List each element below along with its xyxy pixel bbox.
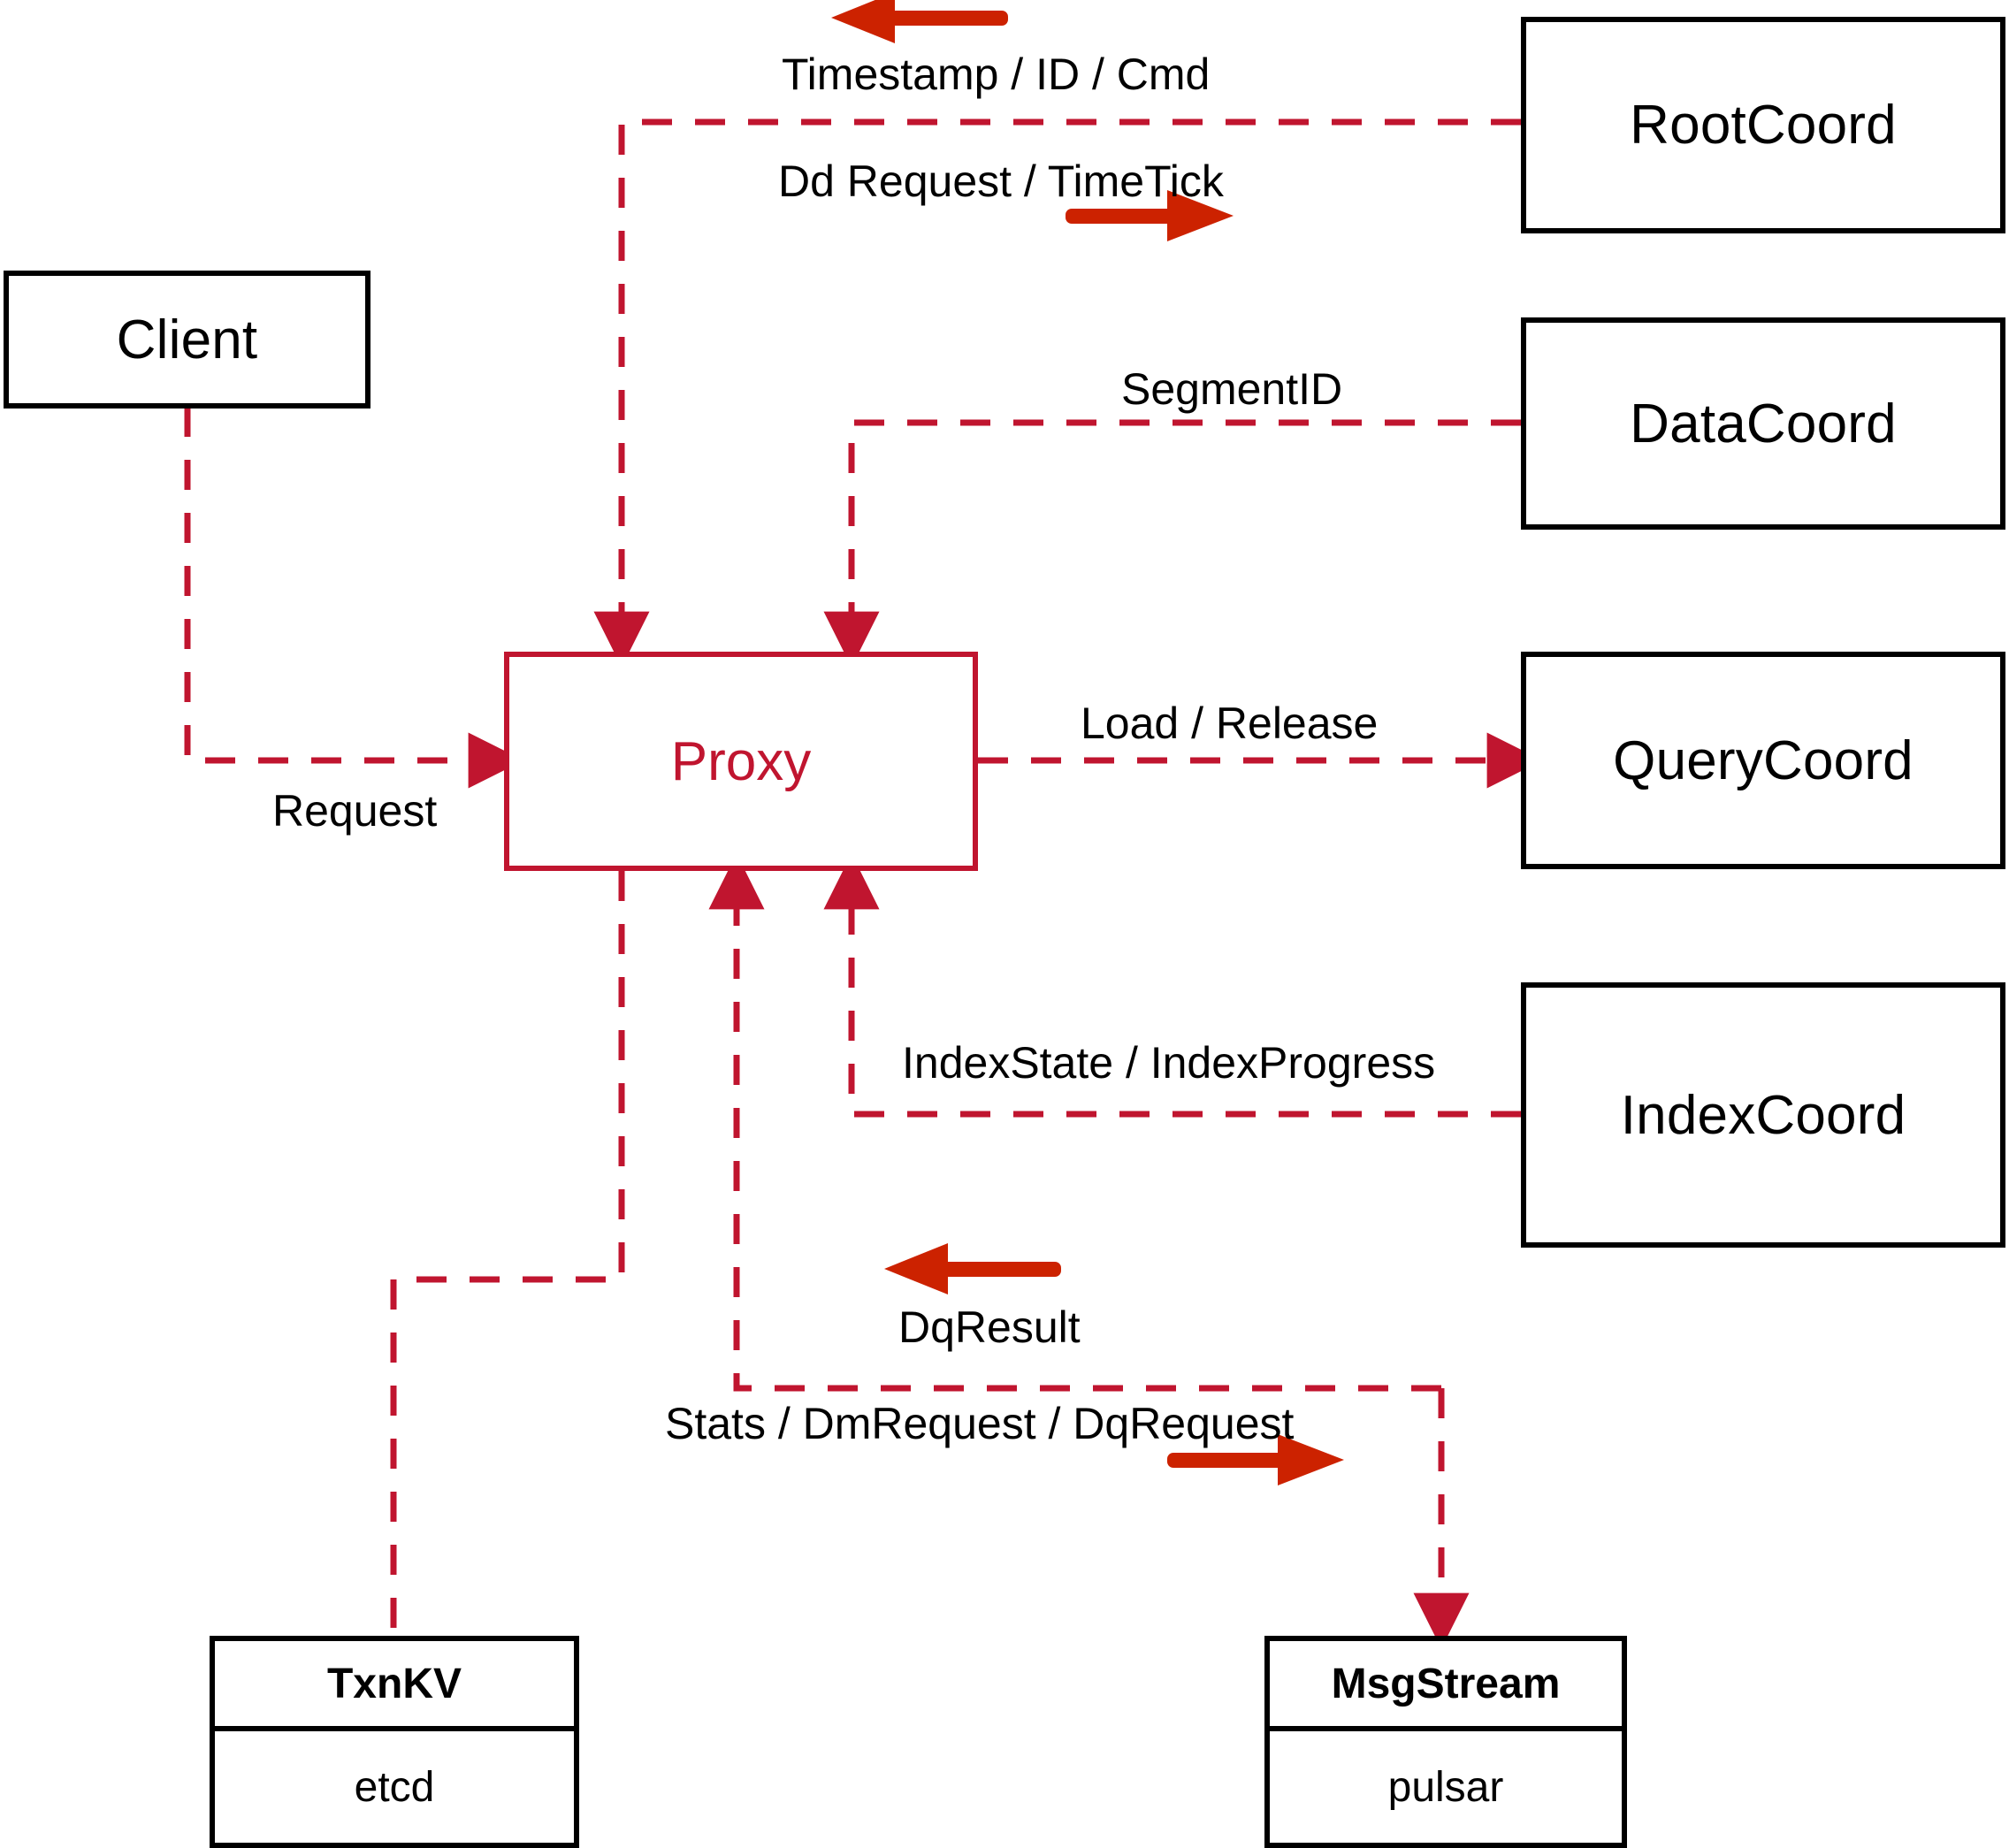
node-client[interactable]: Client: [4, 271, 370, 409]
node-indexcoord[interactable]: IndexCoord: [1521, 982, 2005, 1248]
node-indexcoord-label: IndexCoord: [1620, 1084, 1906, 1146]
timestamp-id-cmd-direction-arrow-icon: [831, 0, 1008, 43]
node-rootcoord-label: RootCoord: [1630, 95, 1897, 156]
node-querycoord[interactable]: QueryCoord: [1521, 652, 2005, 869]
edge-label-request: Request: [272, 786, 438, 836]
edge-datacoord-to-proxy: [823, 419, 1521, 668]
edge-client-to-proxy: [184, 407, 524, 789]
edge-label-load-release: Load / Release: [1081, 699, 1379, 748]
node-msgstream[interactable]: MsgStream pulsar: [1264, 1636, 1627, 1848]
edge-label-segment-id: SegmentID: [1121, 364, 1343, 414]
edge-label-dd-request-timetick: Dd Request / TimeTick: [778, 157, 1224, 206]
node-rootcoord[interactable]: RootCoord: [1521, 17, 2005, 233]
node-datacoord-label: DataCoord: [1630, 393, 1897, 454]
node-client-label: Client: [116, 309, 258, 370]
dd-request-timetick-direction-arrow-icon: [1066, 190, 1234, 241]
edge-msgstream-to-proxy: [708, 853, 1441, 1392]
node-proxy-label: Proxy: [670, 730, 812, 792]
edge-label-index-state-progress: IndexState / IndexProgress: [902, 1038, 1436, 1088]
dq-result-direction-arrow-icon: [884, 1243, 1061, 1294]
edge-indexcoord-to-proxy: [823, 853, 1521, 1118]
node-msgstream-body: pulsar: [1387, 1763, 1504, 1811]
node-msgstream-header: MsgStream: [1270, 1641, 1622, 1731]
node-txnkv[interactable]: TxnKV etcd: [210, 1636, 579, 1848]
node-datacoord[interactable]: DataCoord: [1521, 317, 2005, 530]
node-querycoord-label: QueryCoord: [1613, 729, 1914, 791]
node-txnkv-body: etcd: [354, 1763, 435, 1811]
edge-label-timestamp-id-cmd: Timestamp / ID / Cmd: [782, 50, 1211, 99]
edge-rootcoord-to-proxy: [593, 118, 1521, 668]
edge-label-stats-dm-dq-request: Stats / DmRequest / DqRequest: [665, 1399, 1295, 1448]
node-txnkv-header: TxnKV: [215, 1641, 574, 1731]
edge-proxy-to-txnkv: [390, 871, 625, 1636]
node-proxy[interactable]: Proxy: [504, 652, 978, 871]
edge-label-dq-result: DqResult: [898, 1302, 1081, 1352]
stats-dm-dq-request-direction-arrow-icon: [1167, 1434, 1344, 1485]
